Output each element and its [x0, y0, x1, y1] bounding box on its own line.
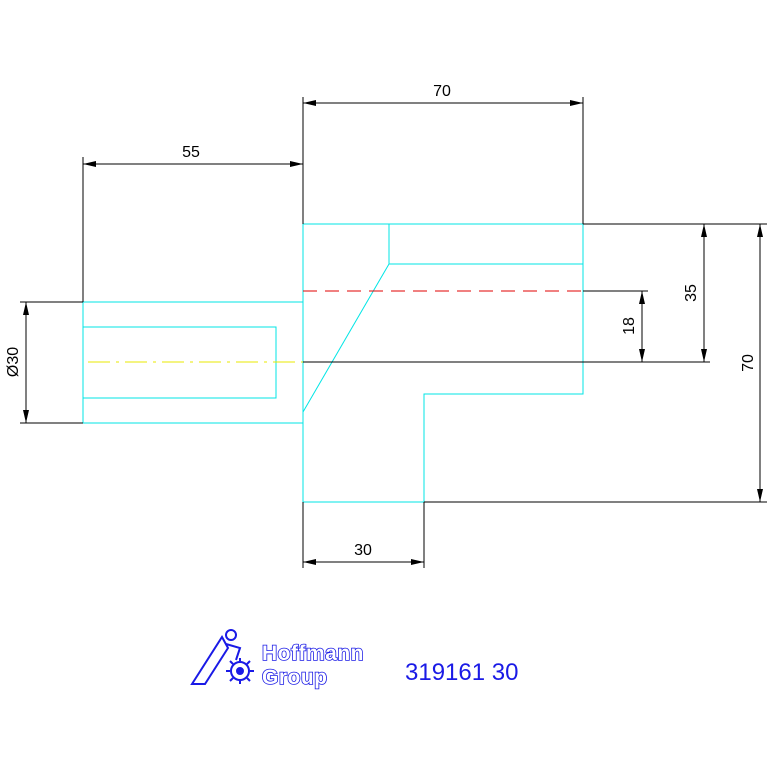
body-outline	[302, 223, 584, 503]
dimension-lines	[20, 97, 767, 568]
part-outline	[82, 223, 584, 503]
dim-shank-length: 55	[182, 144, 200, 161]
hoffmann-figure-icon	[190, 629, 254, 685]
dim-shank-diameter: Ø30	[5, 347, 22, 377]
dim-center-offset: 18	[621, 317, 638, 335]
dim-half-height: 35	[683, 284, 700, 302]
dim-bottom-step: 30	[354, 542, 372, 559]
dim-total-height: 70	[740, 354, 757, 372]
logo-line2: Group	[262, 666, 328, 689]
chamfer-line	[302, 263, 390, 413]
dimension-arrows	[23, 100, 763, 565]
logo-line1: Hoffmann	[262, 642, 364, 665]
part-number: 319161 30	[405, 659, 518, 686]
dim-top-width: 70	[433, 83, 451, 100]
